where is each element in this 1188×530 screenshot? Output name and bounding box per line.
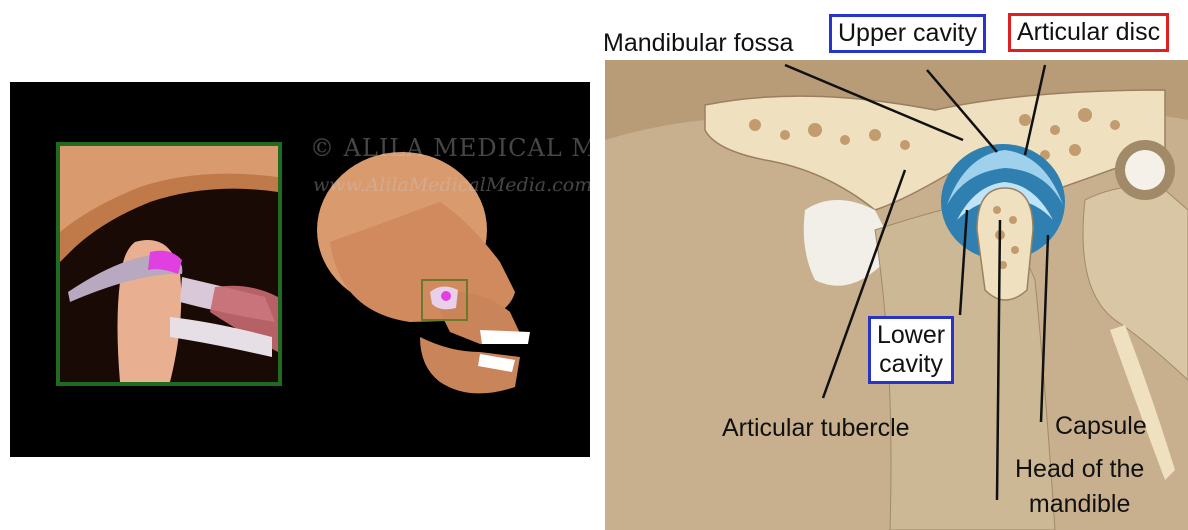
- label-mandibular-fossa: Mandibular fossa: [603, 29, 793, 58]
- label-articular-disc: Articular disc: [1008, 13, 1169, 52]
- joint-inset: [58, 144, 280, 384]
- label-lower-cavity: Lower cavity: [868, 316, 954, 384]
- label-head-of-mandible: Head of the mandible: [1015, 455, 1144, 519]
- animation-panel: © ALILA MEDICAL MEDIA www.AlilaMedicalMe…: [10, 82, 590, 457]
- label-articular-tubercle: Articular tubercle: [722, 414, 910, 443]
- label-capsule: Capsule: [1055, 412, 1147, 441]
- watermark-line1: © ALILA MEDICAL MEDIA: [310, 134, 590, 162]
- label-lower-cavity-line1: Lower: [877, 321, 945, 350]
- watermark-line2: www.AlilaMedicalMedia.com: [313, 174, 590, 196]
- label-head-line1: Head of the: [1015, 455, 1144, 484]
- label-upper-cavity: Upper cavity: [829, 14, 986, 53]
- label-head-line2: mandible: [1015, 490, 1144, 519]
- label-lower-cavity-line2: cavity: [877, 350, 945, 379]
